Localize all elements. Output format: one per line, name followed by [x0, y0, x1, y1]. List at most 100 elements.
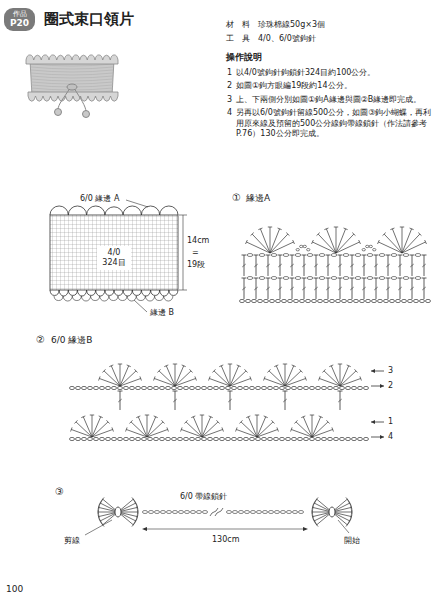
chain-stitch — [159, 386, 164, 389]
fan-stitch-bar — [278, 228, 282, 230]
chain-stitch — [202, 511, 207, 514]
pompom — [55, 109, 62, 116]
chain-stitch — [257, 299, 262, 302]
chain-stitch — [274, 511, 279, 514]
drawstring-knot — [67, 84, 77, 90]
chain-stitch — [166, 511, 171, 514]
fan-stitch — [336, 227, 337, 253]
work-badge: 作品P20 — [4, 8, 35, 31]
fan-stitch-bar — [264, 376, 266, 380]
chain-stitch — [171, 437, 176, 440]
bow-knot — [329, 507, 335, 517]
break-mark — [215, 508, 223, 516]
double-crochet-bar — [326, 278, 331, 279]
fan-stitch-bar — [378, 240, 380, 244]
chain-stitch — [309, 437, 314, 440]
page-title: 圈式束口領片 — [44, 10, 134, 28]
chain-stitch — [154, 511, 159, 514]
chain-stitch — [267, 386, 272, 389]
double-crochet-bar — [374, 255, 379, 256]
chain-stitch — [183, 386, 188, 389]
chain-stitch — [160, 511, 165, 514]
edging-b — [50, 290, 178, 296]
bow-wing-edge — [133, 499, 138, 525]
double-crochet-tick — [228, 399, 232, 402]
chain-stitch — [75, 386, 80, 389]
fan-stitch-bar — [326, 420, 329, 423]
mesh-body — [50, 215, 178, 290]
chain-stitch — [319, 254, 325, 257]
fan-stitch — [257, 417, 266, 437]
double-crochet-bar — [290, 255, 295, 256]
fan-stitch-bar — [109, 365, 113, 367]
chain-stitch — [159, 437, 164, 440]
bow-wing-edge — [98, 499, 103, 525]
edging-a — [50, 206, 178, 215]
fan-stitch-bar — [81, 416, 85, 418]
double-crochet-tick — [242, 287, 246, 290]
chain-stitch — [345, 437, 350, 440]
chain-stitch — [305, 299, 310, 302]
fan-stitch — [175, 366, 184, 386]
double-crochet-bar — [362, 278, 367, 279]
chain-stitch — [147, 437, 152, 440]
dimension-arrowhead — [303, 527, 308, 531]
double-crochet-tick — [278, 264, 282, 267]
chain-stitch — [111, 437, 116, 440]
fan-stitch — [312, 422, 328, 437]
chain-stitch — [153, 386, 158, 389]
fan-stitch — [175, 364, 176, 386]
double-crochet-bar — [118, 391, 123, 392]
double-crochet-bar — [422, 255, 427, 256]
chain-stitch — [249, 386, 254, 389]
dimension-line — [183, 215, 184, 290]
fan-stitch — [257, 422, 273, 437]
step-number: 2 — [227, 81, 232, 91]
double-crochet-tick — [326, 287, 330, 290]
double-crochet-bar — [283, 391, 288, 392]
chain-stitch — [347, 299, 352, 302]
chain-stitch — [415, 254, 421, 257]
collar-texture — [31, 67, 113, 69]
leader-line — [134, 300, 147, 312]
fan-stitch — [291, 429, 312, 437]
fan-stitch-bar — [264, 416, 268, 418]
bow-wing-edge — [312, 499, 317, 525]
fan-stitch — [270, 227, 271, 253]
fan-stitch — [147, 415, 148, 437]
fan-stitch-bar — [129, 420, 132, 423]
chain-stitch — [255, 386, 260, 389]
chain-stitch — [279, 437, 284, 440]
fan-stitch-bar — [237, 365, 241, 367]
fan-stitch — [270, 234, 288, 253]
fan-stitch — [378, 242, 402, 253]
fan-stitch-bar — [246, 416, 250, 418]
fan-stitch-bar — [418, 233, 421, 236]
fan-stitch — [92, 415, 93, 437]
chain-stitch — [317, 299, 322, 302]
fan-stitch-bar — [251, 233, 254, 236]
double-crochet-bar — [266, 278, 271, 279]
chain-stitch — [207, 386, 212, 389]
tail-line — [338, 520, 349, 533]
fan-stitch — [92, 417, 101, 437]
fan-stitch-bar — [360, 376, 362, 380]
chain-stitch — [178, 511, 183, 514]
chain-stitch — [407, 299, 412, 302]
row-number: 1 — [388, 417, 393, 427]
double-crochet-tick — [290, 264, 294, 267]
fan-stitch-bar — [99, 376, 101, 380]
chain-stitch — [413, 299, 418, 302]
chain-stitch — [377, 299, 382, 302]
chain-arch — [362, 249, 365, 251]
bow-cord — [85, 497, 352, 535]
fan-stitch — [236, 429, 257, 437]
node-text: P20 — [10, 18, 29, 29]
collar-texture — [31, 70, 113, 72]
part-label: 6/0 帶線鎖針 — [180, 492, 227, 502]
chain-stitch — [226, 511, 231, 514]
double-crochet-tick — [338, 287, 342, 290]
double-crochet-tick — [398, 264, 402, 267]
fan-stitch — [230, 371, 246, 386]
